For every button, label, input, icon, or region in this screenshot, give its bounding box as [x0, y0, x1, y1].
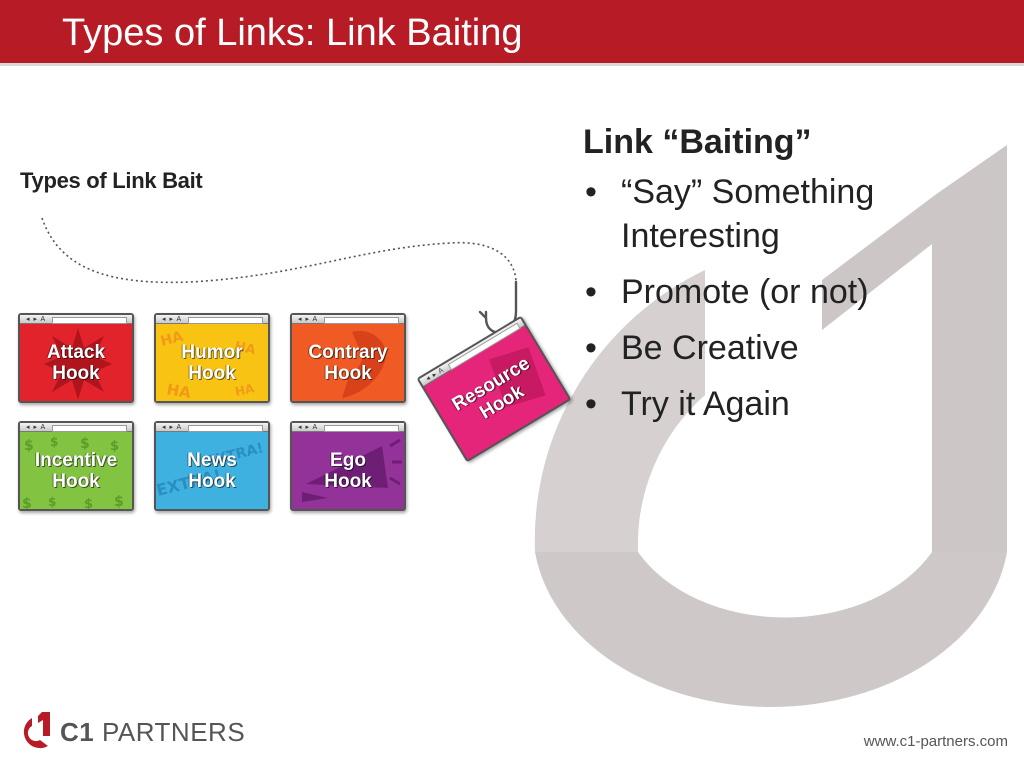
- bullet-icon: •: [585, 173, 597, 211]
- bullet-item: •“Say” Something Interesting: [583, 170, 1003, 258]
- browser-chrome-bar: ◂ ▸ A: [20, 423, 132, 432]
- bullet-item: •Promote (or not): [583, 270, 1003, 314]
- svg-text:$: $: [114, 494, 124, 509]
- browser-chrome-bar: ◂ ▸ A: [156, 423, 268, 432]
- browser-chrome-bar: ◂ ▸ A: [292, 315, 404, 324]
- hook-label: Contrary Hook: [308, 341, 388, 384]
- slide-title: Types of Links: Link Baiting: [62, 12, 523, 54]
- browser-chrome-bar: ◂ ▸ A: [20, 315, 132, 324]
- browser-chrome-bar: ◂ ▸ A: [156, 315, 268, 324]
- humor-hook-card: ◂ ▸ A HA HA HA HA Humor Hook: [154, 313, 270, 403]
- logo-partners-text: PARTNERS: [101, 716, 246, 747]
- svg-text:$: $: [22, 496, 32, 509]
- hook-label: Attack Hook: [46, 341, 106, 384]
- bullet-icon: •: [585, 329, 597, 367]
- footer-url: www.c1-partners.com: [863, 733, 1008, 750]
- svg-text:$: $: [24, 438, 34, 454]
- attack-hook-card: ◂ ▸ A Attack Hook: [18, 313, 134, 403]
- content-heading: Link “Baiting”: [583, 123, 812, 161]
- svg-text:HA: HA: [234, 381, 257, 399]
- figure-heading: Types of Link Bait: [20, 168, 203, 193]
- browser-chrome-bar: ◂ ▸ A: [292, 423, 404, 432]
- bullet-icon: •: [585, 273, 597, 311]
- bullet-item: •Try it Again: [583, 382, 1003, 426]
- incentive-hook-card: ◂ ▸ A $$ $$ $$ $$ Incentive Hook: [18, 421, 134, 511]
- c1-logo-icon: [23, 712, 50, 749]
- svg-text:$: $: [84, 497, 93, 509]
- ego-hook-card: ◂ ▸ A Ego Hook: [290, 421, 406, 511]
- c1-partners-logo: C1 PARTNERS: [14, 710, 245, 754]
- bullet-item: •Be Creative: [583, 326, 1003, 370]
- hook-label: Ego Hook: [324, 449, 372, 492]
- title-bar: Types of Links: Link Baiting: [0, 0, 1024, 66]
- bullet-list: •“Say” Something Interesting •Promote (o…: [583, 170, 1003, 426]
- hook-label: News Hook: [187, 449, 237, 492]
- content-block: Link “Baiting” •“Say” Something Interest…: [583, 120, 1003, 438]
- logo-c1-text: C1: [60, 716, 95, 747]
- svg-text:$: $: [48, 495, 56, 509]
- svg-text:$: $: [50, 435, 58, 449]
- hook-label: Incentive Hook: [34, 449, 118, 492]
- bullet-icon: •: [585, 385, 597, 423]
- hook-label: Humor Hook: [181, 341, 243, 384]
- news-hook-card: ◂ ▸ A EXTRA! EXTRA! News Hook: [154, 421, 270, 511]
- hook-label: Resource Hook: [448, 352, 534, 424]
- contrary-hook-card: ◂ ▸ A Contrary Hook: [290, 313, 406, 403]
